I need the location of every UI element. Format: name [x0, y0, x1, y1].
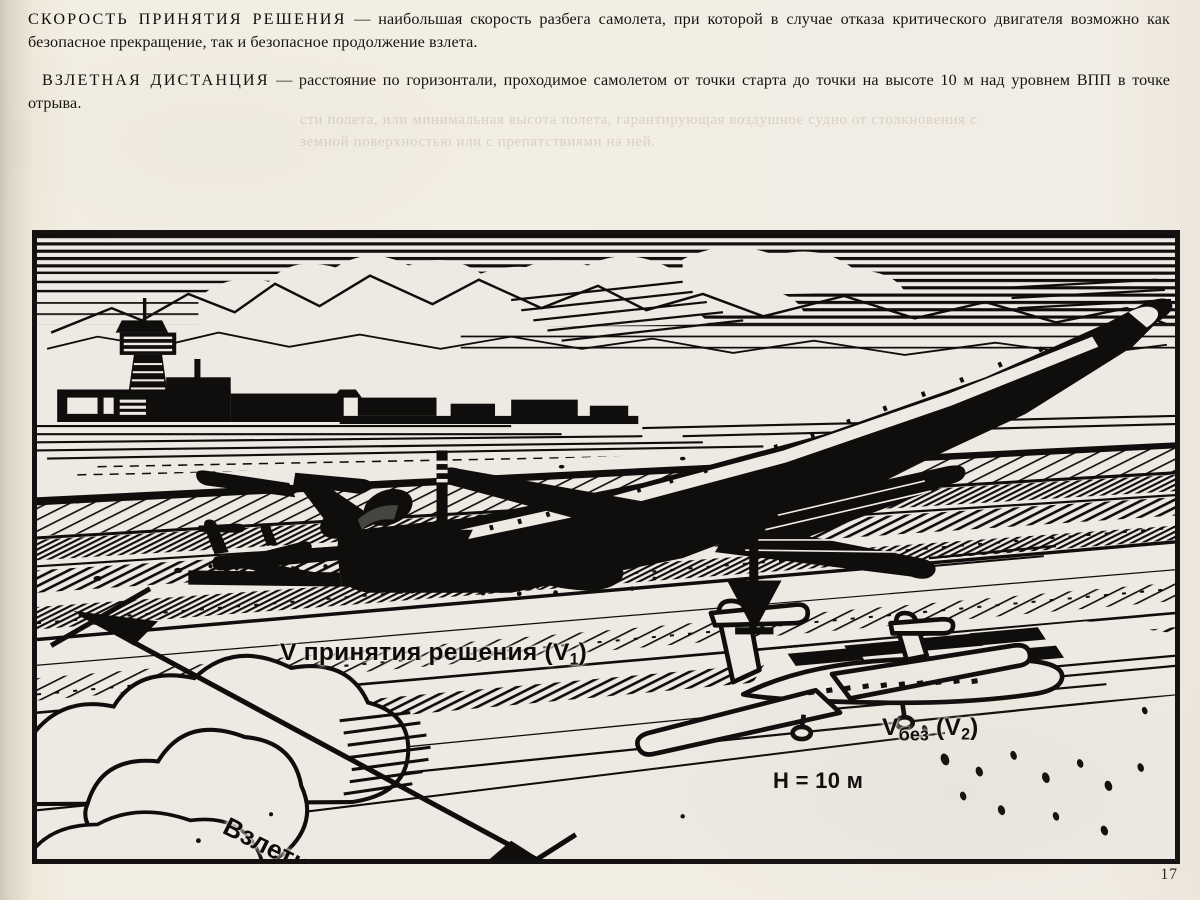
label-safe-speed: Vбез (V2) — [882, 714, 979, 745]
definition-paragraph-takeoff-distance: ВЗЛЕТНАЯ ДИСТАНЦИЯ — расстояние по гориз… — [28, 69, 1170, 114]
definition-body-1: наибольшая скорость разбега самолета, пр… — [28, 10, 1171, 51]
foreground-clouds — [37, 653, 431, 859]
label-screen-height: H = 10 м — [773, 768, 864, 793]
definition-body-2: расстояние по горизонтали, проходимое са… — [28, 71, 1171, 112]
term-takeoff-distance: ВЗЛЕТНАЯ ДИСТАНЦИЯ — [42, 71, 270, 89]
term-dash-1: — — [346, 10, 379, 28]
height-double-arrow — [727, 474, 782, 635]
text-block: СКОРОСТЬ ПРИНЯТИЯ РЕШЕНИЯ — наибольшая с… — [28, 8, 1170, 118]
bleed-through-line-2: земной поверхностью или с препятствиями … — [300, 134, 656, 150]
page-number: 17 — [1160, 866, 1178, 883]
definition-paragraph-decision-speed: СКОРОСТЬ ПРИНЯТИЯ РЕШЕНИЯ — наибольшая с… — [28, 8, 1170, 53]
figure-takeoff-distance: V принятия решения (V1) Vбез (V2) H = 10… — [32, 230, 1180, 864]
distance-double-arrow — [49, 586, 578, 859]
distant-apron-lines — [37, 414, 1175, 460]
sky — [37, 235, 1175, 356]
climbing-aircraft — [196, 298, 1173, 597]
gravel-dots — [922, 706, 1148, 836]
v1-down-arrow — [412, 450, 473, 593]
starting-aircraft — [198, 519, 354, 583]
label-decision-speed: V принятия решения (V1) — [280, 639, 588, 669]
parked-aircraft-windows — [807, 678, 978, 696]
figure-artwork — [37, 235, 1175, 859]
term-dash-2: — — [269, 71, 299, 89]
term-decision-speed: СКОРОСТЬ ПРИНЯТИЯ РЕШЕНИЯ — [28, 10, 347, 28]
airport-buildings — [57, 298, 639, 425]
takeoff-diagram-svg — [37, 235, 1175, 859]
